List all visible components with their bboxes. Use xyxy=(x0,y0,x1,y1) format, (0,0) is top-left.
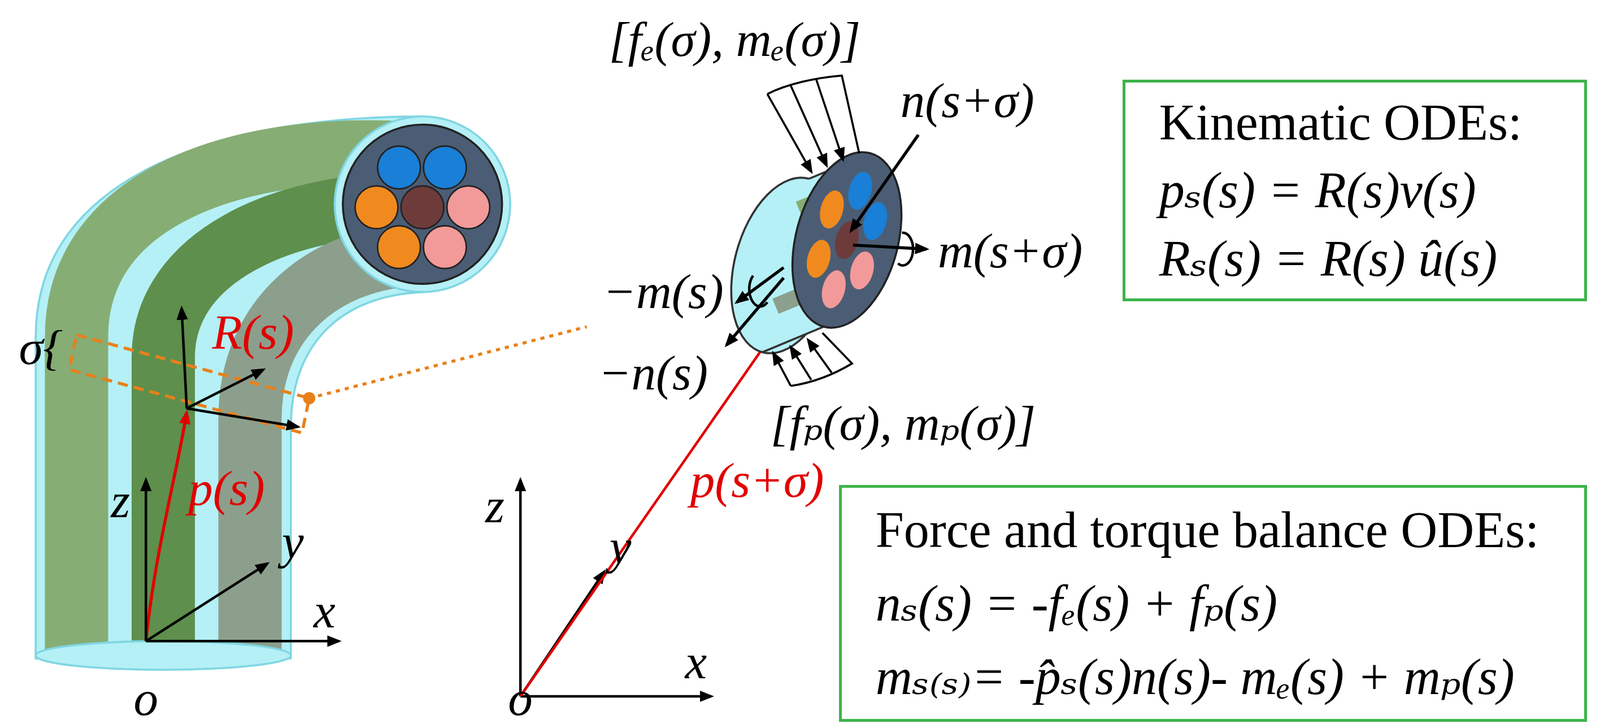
frame-axis xyxy=(181,308,187,409)
box-heading: Kinematic ODEs: xyxy=(1159,94,1523,151)
tube-section xyxy=(859,199,891,243)
equation-box: Kinematic ODEs: pₛ(s) = R(s)v(s) Rₛ(s) = R… xyxy=(1122,79,1588,302)
axis xyxy=(145,563,268,641)
math-label: p(s) xyxy=(188,463,265,513)
axis xyxy=(519,479,523,697)
math-label: m(s+σ) xyxy=(937,225,1083,275)
end-cap-rim xyxy=(334,116,511,293)
axis xyxy=(145,639,339,643)
math-label: σ{ xyxy=(18,322,63,372)
math-label: x xyxy=(313,585,336,636)
math-label: o xyxy=(133,673,159,723)
equation: Rₛ(s) = R(s) û(s) xyxy=(1159,230,1498,287)
tube-section xyxy=(423,145,467,189)
rod-sheath xyxy=(35,116,424,659)
load-arrow xyxy=(773,353,791,386)
equation-box: Force and torque balance ODEs: nₛ(s) = -f… xyxy=(838,484,1588,722)
tube-section xyxy=(377,225,421,269)
position-vector xyxy=(520,238,839,697)
frame-axis xyxy=(187,408,299,428)
slice-face xyxy=(774,140,920,341)
tube-section xyxy=(831,218,863,262)
equation: nₛ(s) = -fₑ(s) + fₚ(s) xyxy=(875,575,1278,632)
tube-section xyxy=(423,225,467,269)
tube-section xyxy=(355,185,399,229)
math-label: [fₑ(σ), mₑ(σ)] xyxy=(609,14,862,64)
end-cap xyxy=(342,124,503,284)
position-curve xyxy=(145,412,187,642)
force-arrow xyxy=(850,135,919,232)
load-arrow xyxy=(767,93,812,172)
math-label: −n(s) xyxy=(598,348,708,398)
math-label: y xyxy=(281,516,304,566)
math-label: R(s) xyxy=(211,306,294,356)
math-label: p(s+σ) xyxy=(690,454,825,504)
math-label: x xyxy=(684,636,707,686)
math-label: o xyxy=(507,673,533,723)
equation: mₛ₍ₛ₎= -p̂ₛ(s)n(s)- mₑ(s) + mₚ(s) xyxy=(875,648,1515,705)
load-arrow xyxy=(790,85,827,166)
leader-line xyxy=(309,326,587,398)
tube-section xyxy=(446,185,490,229)
axis xyxy=(144,479,148,641)
load-profile xyxy=(790,332,852,386)
tube-section xyxy=(802,237,835,281)
frame-axis xyxy=(187,369,264,409)
tube-section xyxy=(401,185,445,229)
axis xyxy=(520,694,712,698)
tube-section xyxy=(377,145,421,189)
slice-front xyxy=(774,140,920,341)
math-label: z xyxy=(485,480,505,530)
math-label: [fₚ(σ), mₚ(σ)] xyxy=(770,397,1037,447)
load-arrow xyxy=(807,340,832,373)
math-label: n(s+σ) xyxy=(900,75,1035,125)
load-profile xyxy=(767,75,860,154)
box-heading: Force and torque balance ODEs: xyxy=(875,501,1540,558)
equation: pₛ(s) = R(s)v(s) xyxy=(1159,162,1477,219)
force-arrow xyxy=(726,277,784,345)
math-label: z xyxy=(110,475,130,525)
math-label: y xyxy=(609,521,632,571)
rod-base xyxy=(35,640,291,670)
moment-arrow xyxy=(853,245,927,250)
moment-curl xyxy=(897,232,913,266)
load-arrow xyxy=(816,79,843,160)
math-label: −m(s) xyxy=(602,266,724,316)
load-arrow xyxy=(790,346,812,380)
